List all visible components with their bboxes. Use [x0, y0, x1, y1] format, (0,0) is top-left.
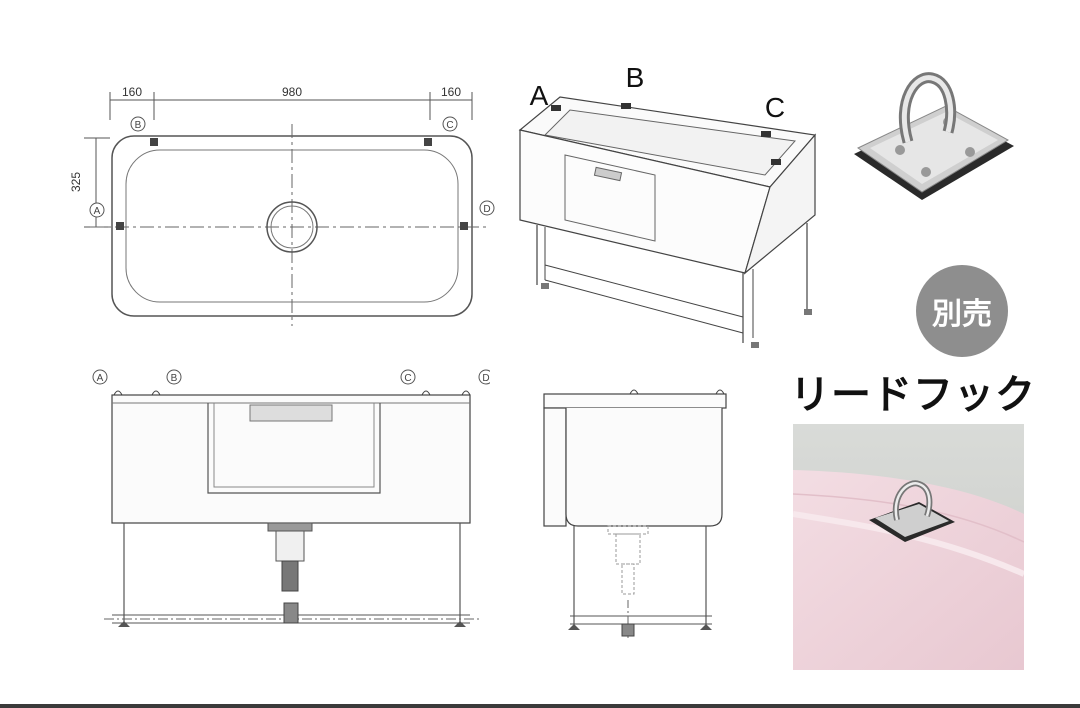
side-elevation [543, 389, 727, 638]
bottom-border [0, 704, 1080, 708]
plan-marker-d: D [483, 204, 490, 215]
dim-width-980: 980 [282, 85, 302, 99]
product-title: リードフック [790, 372, 1036, 418]
front-elevation: A B C D [92, 369, 490, 627]
dim-depth-325: 325 [69, 172, 83, 192]
perspective-view: A B C D [518, 62, 817, 348]
plan-marker-c: C [446, 120, 453, 131]
installed-hook-photo [793, 424, 1024, 670]
sold-separately-badge: 別売 [916, 265, 1008, 357]
front-marker-d: D [482, 373, 489, 384]
plan-marker-b: B [135, 120, 142, 131]
dim-right-160: 160 [441, 85, 461, 99]
perspective-label-b: B [626, 62, 645, 93]
dim-left-160: 160 [122, 85, 142, 99]
perspective-label-a: A [530, 80, 549, 111]
plan-view: 160 980 160 325 B C A D [69, 85, 495, 326]
front-marker-b: B [171, 373, 178, 384]
lead-hook-photo [854, 72, 1014, 200]
front-marker-c: C [404, 373, 411, 384]
front-marker-a: A [97, 373, 104, 384]
perspective-label-c: C [765, 92, 785, 123]
plan-marker-a: A [94, 206, 101, 217]
